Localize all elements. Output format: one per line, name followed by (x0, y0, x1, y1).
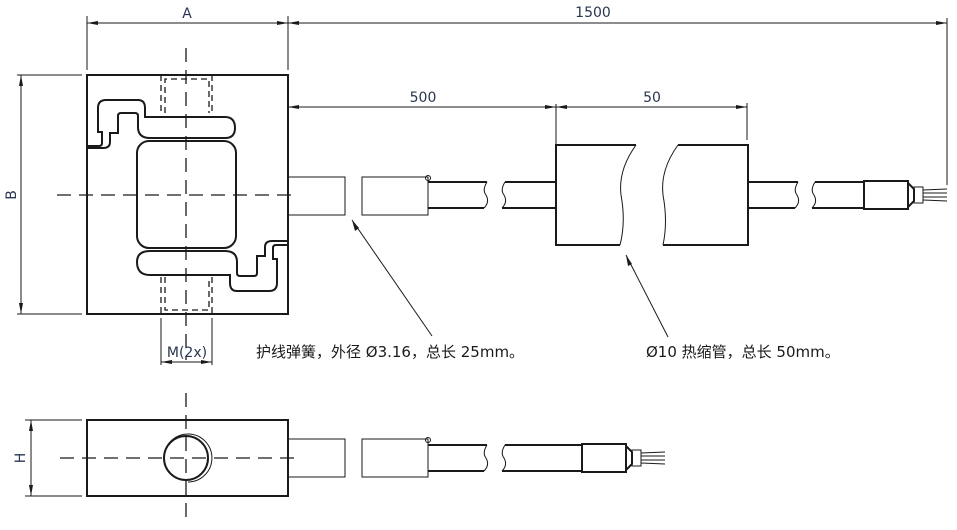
cable (428, 181, 556, 209)
cable-end (748, 180, 948, 210)
dimension-a: A (86, 6, 289, 70)
protective-spring-continued (361, 176, 429, 216)
dimension-b: B (4, 74, 82, 315)
dimension-thread: M(2x) (160, 318, 213, 365)
protective-spring (287, 176, 346, 216)
dimension-h-label: H (13, 453, 29, 464)
dimension-spring-section: 500 (288, 90, 557, 145)
dimension-h: H (13, 419, 82, 497)
top-spring (287, 438, 346, 478)
lower-thread-hole (160, 277, 213, 314)
spring-note: 护线弹簧，外径 Ø3.16，总长 25mm。 (256, 343, 524, 361)
dimension-1500-label: 1500 (575, 5, 611, 21)
thread-label: M(2x) (167, 345, 207, 361)
thread-hole (163, 435, 209, 481)
dimension-a-label: A (182, 6, 192, 22)
upper-slot (87, 99, 237, 149)
upper-thread-hole (160, 75, 213, 113)
heat-shrink-tube (555, 144, 749, 246)
dimension-cable-length: 1500 (288, 5, 948, 185)
dimension-50-label: 50 (643, 90, 661, 106)
heat-shrink-leader (625, 254, 669, 338)
top-spring-continued (361, 438, 429, 478)
spring-leader (351, 219, 433, 337)
top-view: H (13, 393, 666, 525)
heat-shrink-note: Ø10 热缩管，总长 50mm。 (646, 343, 840, 361)
dimension-500-label: 500 (410, 90, 437, 106)
front-view: A 1500 500 50 (4, 5, 948, 365)
dimension-b-label: B (4, 190, 20, 200)
dimension-heat-shrink: 50 (556, 90, 748, 140)
top-cable (428, 443, 666, 473)
thread-outline (163, 433, 213, 483)
lower-slot (135, 240, 288, 292)
